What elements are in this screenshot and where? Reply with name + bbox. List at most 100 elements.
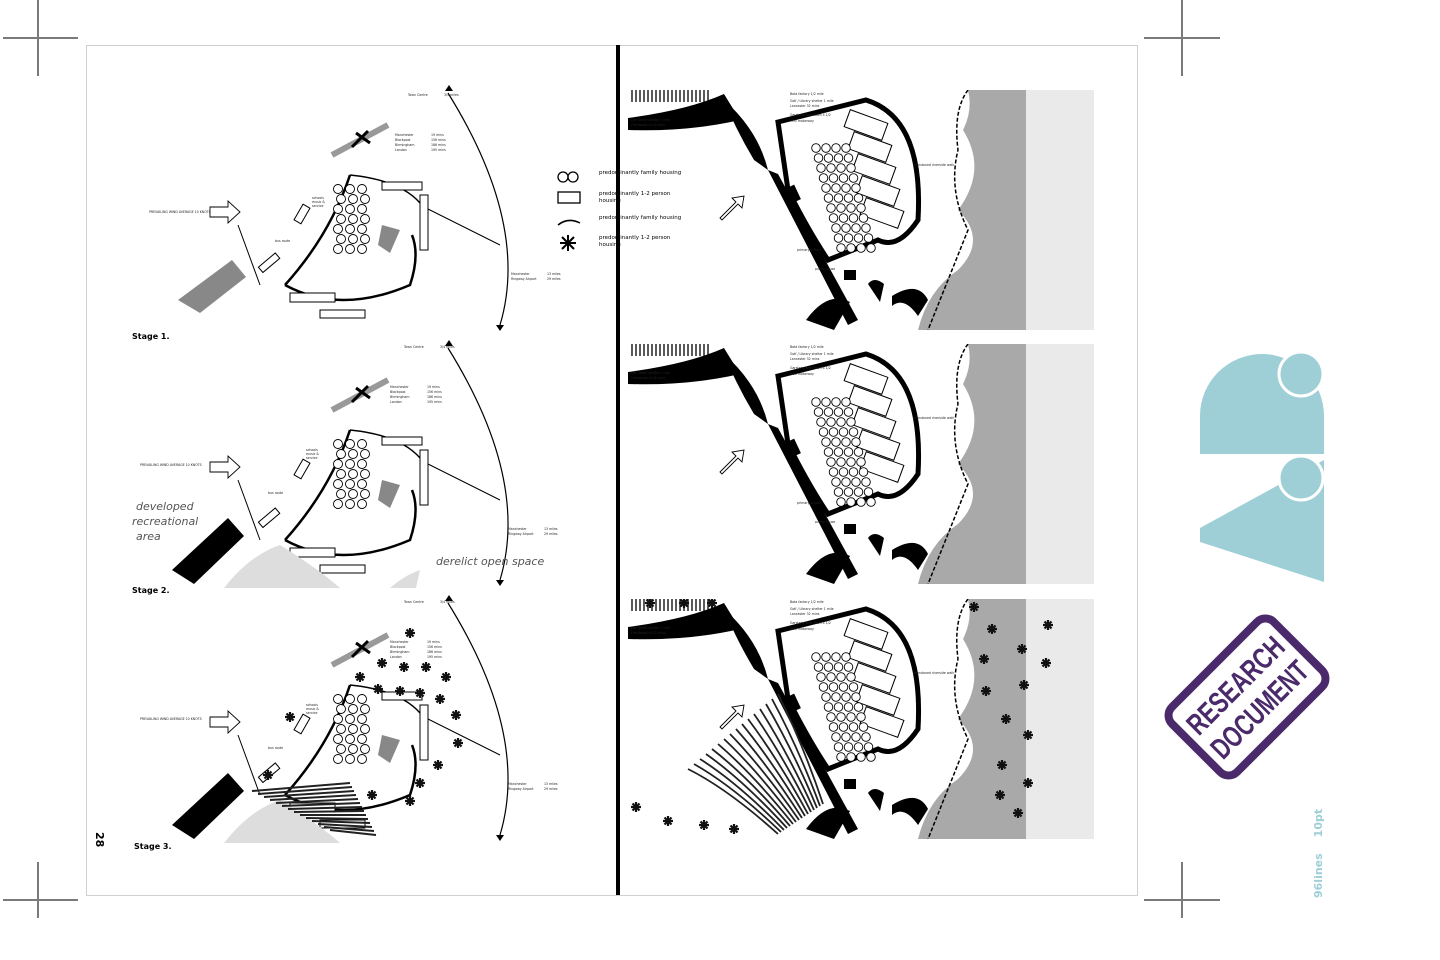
site-map-top <box>628 90 1094 330</box>
house-circle <box>336 194 346 204</box>
new-housing-arc <box>329 829 377 836</box>
house-circle <box>823 702 834 712</box>
house-circle <box>360 449 370 459</box>
wind-arrow-icon <box>209 199 241 225</box>
page-spine-divider <box>616 45 620 895</box>
new-housing-arc <box>311 820 371 824</box>
dest-time-4: 195 mins <box>427 655 442 659</box>
house-circle <box>838 722 849 732</box>
tree-asterisk-icon <box>663 816 673 826</box>
flat-block <box>381 181 423 191</box>
house-circle <box>861 477 871 487</box>
legend-text: predominantly family housing <box>599 215 682 221</box>
house-circle <box>856 203 866 213</box>
open-space-square <box>378 735 400 763</box>
tree-asterisk-icon <box>1023 778 1033 788</box>
terrace-block <box>851 153 897 185</box>
flat-block <box>381 436 423 446</box>
dest-time-2: 156 mins <box>431 138 446 142</box>
house-circle <box>833 742 844 752</box>
house-circle <box>823 153 834 163</box>
land-mass <box>806 298 850 330</box>
wind-arrow-icon <box>719 195 745 221</box>
house-circle <box>357 224 367 234</box>
stage-2-site-plan <box>172 340 509 588</box>
riverside-walk <box>927 90 969 330</box>
house-circle <box>345 439 355 449</box>
house-circle <box>843 407 854 417</box>
arc-icon <box>557 219 581 226</box>
tree-asterisk-icon <box>979 654 989 664</box>
house-circle <box>861 223 871 233</box>
house-circle <box>336 469 346 479</box>
house-circle <box>357 734 367 744</box>
schools-label: schools music & service <box>312 196 325 208</box>
dest-time-2: 156 mins <box>427 645 442 649</box>
new-housing-arc <box>771 698 821 807</box>
house-circle <box>833 662 844 672</box>
house-circle <box>348 469 358 479</box>
house-circle <box>811 397 821 407</box>
new-housing-arc <box>251 782 351 792</box>
info-right-3: Lancaster 32 mins <box>790 357 820 361</box>
house-circle <box>846 417 856 427</box>
house-circle <box>357 439 367 449</box>
legend-row-family: predominantly family housing <box>555 168 695 190</box>
primary-school-building <box>785 184 801 204</box>
house-circle <box>831 183 841 193</box>
dest-name-4: London <box>390 400 402 404</box>
tree-asterisk-icon <box>1023 730 1033 740</box>
tree-asterisk-icon <box>415 778 425 788</box>
station-icon <box>350 639 371 659</box>
new-housing-arc <box>777 693 824 805</box>
terrace-block <box>855 429 901 461</box>
new-housing-arc <box>699 758 785 831</box>
rectangle-icon <box>557 191 581 204</box>
house-circle <box>846 712 856 722</box>
new-housing-arc <box>747 718 809 815</box>
tree-asterisk-icon <box>405 628 415 638</box>
house-circle <box>831 437 841 447</box>
land-mass <box>628 94 740 131</box>
house-circle <box>333 439 343 449</box>
house-circle <box>856 712 866 722</box>
house-circle <box>336 449 346 459</box>
airport-name-1: Manchester <box>508 782 527 786</box>
house-circle <box>833 193 844 203</box>
shore-strip <box>1026 344 1094 584</box>
dest-name-2: Blackpool <box>390 645 406 649</box>
new-housing-arc <box>723 738 797 823</box>
tree-asterisk-icon <box>435 694 445 704</box>
house-circle <box>345 204 355 214</box>
riverside-walk <box>927 599 969 839</box>
dest-name-2: Blackpool <box>395 138 411 142</box>
info-right-5: M55 motorway <box>790 119 814 123</box>
abandoned-label: abandoned riverside walk <box>913 416 955 420</box>
info-left-1: Lee Street shelter 1 mile <box>631 626 671 630</box>
land-mass <box>628 603 740 640</box>
side-typography-note: 96lines10pt <box>1312 793 1325 898</box>
house-circle <box>836 497 846 507</box>
house-circle <box>853 742 864 752</box>
dest-time-4: 195 mins <box>431 148 446 152</box>
house-circle <box>821 652 831 662</box>
terrace-block <box>851 662 897 694</box>
house-circle <box>848 213 859 223</box>
land-mass <box>806 807 850 839</box>
house-circle <box>836 752 846 762</box>
house-circle <box>336 724 346 734</box>
main-road <box>447 347 509 581</box>
house-circle <box>858 213 869 223</box>
house-circle <box>818 173 829 183</box>
bus-route-label: bus route <box>275 239 291 243</box>
house-circle <box>851 183 861 193</box>
new-housing-arc <box>729 733 800 821</box>
main-road <box>447 92 509 326</box>
house-circle <box>861 732 871 742</box>
house-circle <box>841 223 851 233</box>
house-circle <box>823 407 834 417</box>
new-housing-arc <box>765 703 818 809</box>
land-mass <box>892 797 928 825</box>
house-circle <box>357 754 367 764</box>
shore-strip <box>1026 599 1094 839</box>
